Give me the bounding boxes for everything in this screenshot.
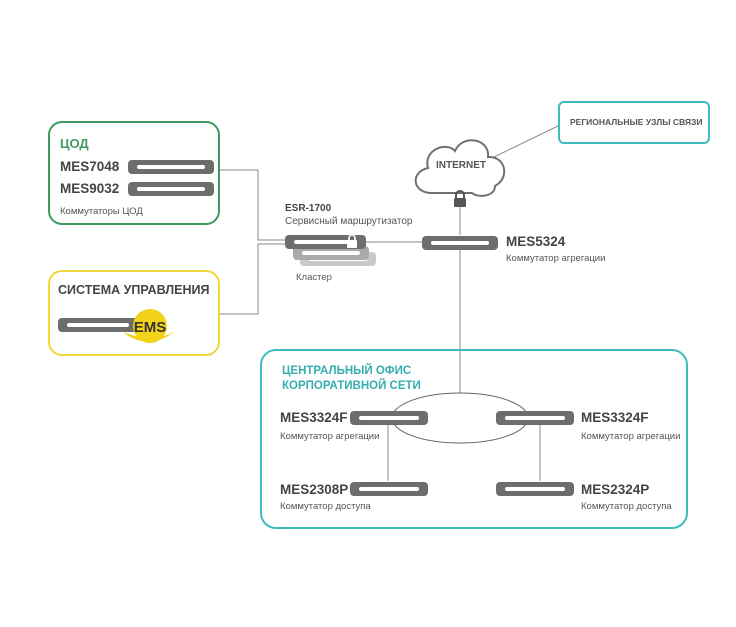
internet-label: INTERNET <box>436 160 486 171</box>
router-icon <box>285 235 366 249</box>
dc-switch2-icon <box>128 182 214 196</box>
regional-label: РЕГИОНАЛЬНЫЕ УЗЛЫ СВЯЗИ <box>570 117 703 127</box>
ems-logo-text: EMS <box>134 319 167 336</box>
internet-lock-icon <box>454 190 466 207</box>
regional-box: РЕГИОНАЛЬНЫЕ УЗЛЫ СВЯЗИ <box>558 101 710 144</box>
line-dc-router <box>220 169 285 241</box>
router-cluster-mid <box>293 246 369 260</box>
office-acc-left-role: Коммутатор доступа <box>280 501 371 512</box>
router-role: Сервисный маршрутизатор <box>285 216 413 227</box>
mgmt-server-icon <box>58 318 138 332</box>
line-internet-regional <box>491 124 561 159</box>
internet-cloud <box>414 139 506 197</box>
office-title-line2: КОРПОРАТИВНОЙ СЕТИ <box>282 380 421 392</box>
office-acc-left-model: MES2308P <box>280 482 349 497</box>
office-acc-right-icon <box>496 482 574 496</box>
office-agg-right-model: MES3324F <box>581 410 649 425</box>
agg-role: Коммутатор агрегации <box>506 253 606 264</box>
ems-logo: EMS <box>124 309 176 343</box>
dc-title: ЦОД <box>60 136 89 151</box>
office-acc-right-model: MES2324P <box>581 482 650 497</box>
office-agg-left-model: MES3324F <box>280 410 348 425</box>
office-agg-left-icon <box>350 411 428 425</box>
office-agg-left-role: Коммутатор агрегации <box>280 431 380 442</box>
office-acc-right-role: Коммутатор доступа <box>581 501 672 512</box>
office-agg-right-icon <box>496 411 574 425</box>
line-mgmt-router <box>220 243 285 315</box>
agg-switch-icon <box>422 236 498 250</box>
office-acc-left-icon <box>350 482 428 496</box>
dc-switch1-icon <box>128 160 214 174</box>
office-box: ЦЕНТРАЛЬНЫЙ ОФИС КОРПОРАТИВНОЙ СЕТИ <box>260 349 688 529</box>
dc-box: ЦОД MES7048 MES9032 Коммутаторы ЦОД <box>48 121 220 225</box>
dc-caption: Коммутаторы ЦОД <box>60 206 143 217</box>
router-cluster-label: Кластер <box>296 272 332 283</box>
agg-model: MES5324 <box>506 234 566 249</box>
dc-switch2-label: MES9032 <box>60 181 120 196</box>
office-title-line1: ЦЕНТРАЛЬНЫЙ ОФИС <box>282 365 412 377</box>
office-agg-right-role: Коммутатор агрегации <box>581 431 681 442</box>
mgmt-box: СИСТЕМА УПРАВЛЕНИЯ EMS <box>48 270 220 356</box>
mgmt-title: СИСТЕМА УПРАВЛЕНИЯ <box>58 283 210 297</box>
router-lock-icon <box>347 234 357 248</box>
router-model: ESR-1700 <box>285 203 332 214</box>
dc-switch1-label: MES7048 <box>60 159 120 174</box>
